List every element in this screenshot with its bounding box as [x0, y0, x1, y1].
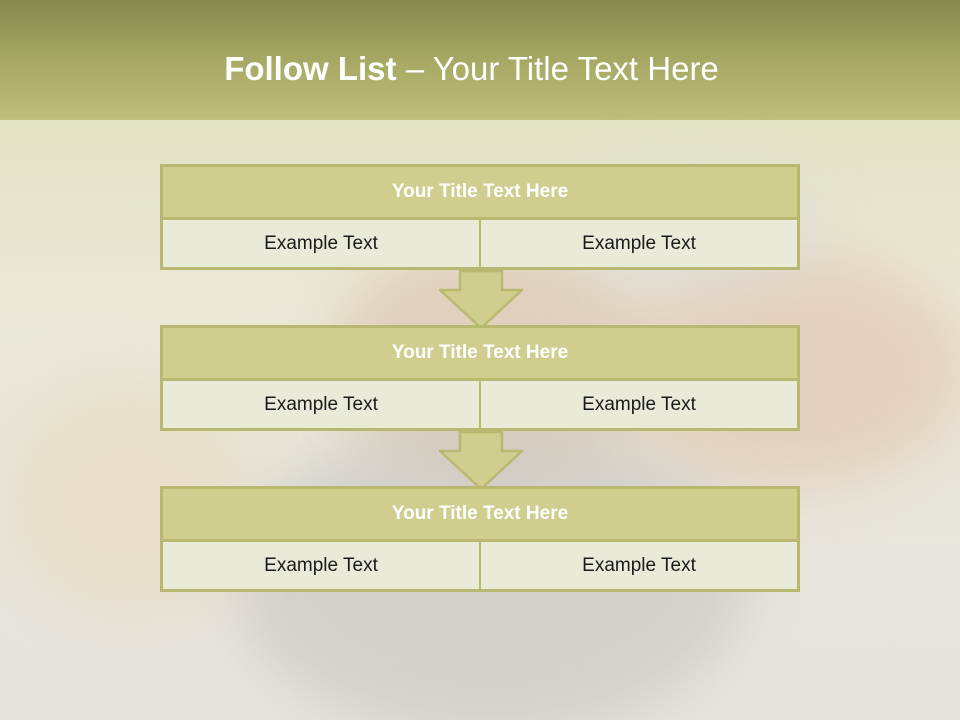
block-row: Example Text Example Text [160, 381, 800, 431]
block-cell-left: Example Text [264, 232, 378, 254]
list-block-1: Your Title Text Here Example Text Exampl… [160, 164, 800, 270]
block-title: Your Title Text Here [160, 325, 800, 381]
title-bold: Follow List [224, 50, 397, 87]
block-cell-right: Example Text [479, 381, 797, 428]
block-cell-right: Example Text [479, 542, 797, 589]
list-block-2: Your Title Text Here Example Text Exampl… [160, 325, 800, 431]
down-arrow-icon [438, 270, 524, 330]
block-title: Your Title Text Here [160, 164, 800, 220]
block-cell-right: Example Text [479, 220, 797, 267]
block-cell-left: Example Text [264, 554, 378, 576]
block-row: Example Text Example Text [160, 542, 800, 592]
block-row: Example Text Example Text [160, 220, 800, 270]
slide-title: Follow List – Your Title Text Here [0, 50, 943, 88]
down-arrow-icon [438, 431, 524, 491]
block-title: Your Title Text Here [160, 486, 800, 542]
block-cell-left: Example Text [264, 393, 378, 415]
title-rest: – Your Title Text Here [396, 50, 719, 87]
list-block-3: Your Title Text Here Example Text Exampl… [160, 486, 800, 592]
